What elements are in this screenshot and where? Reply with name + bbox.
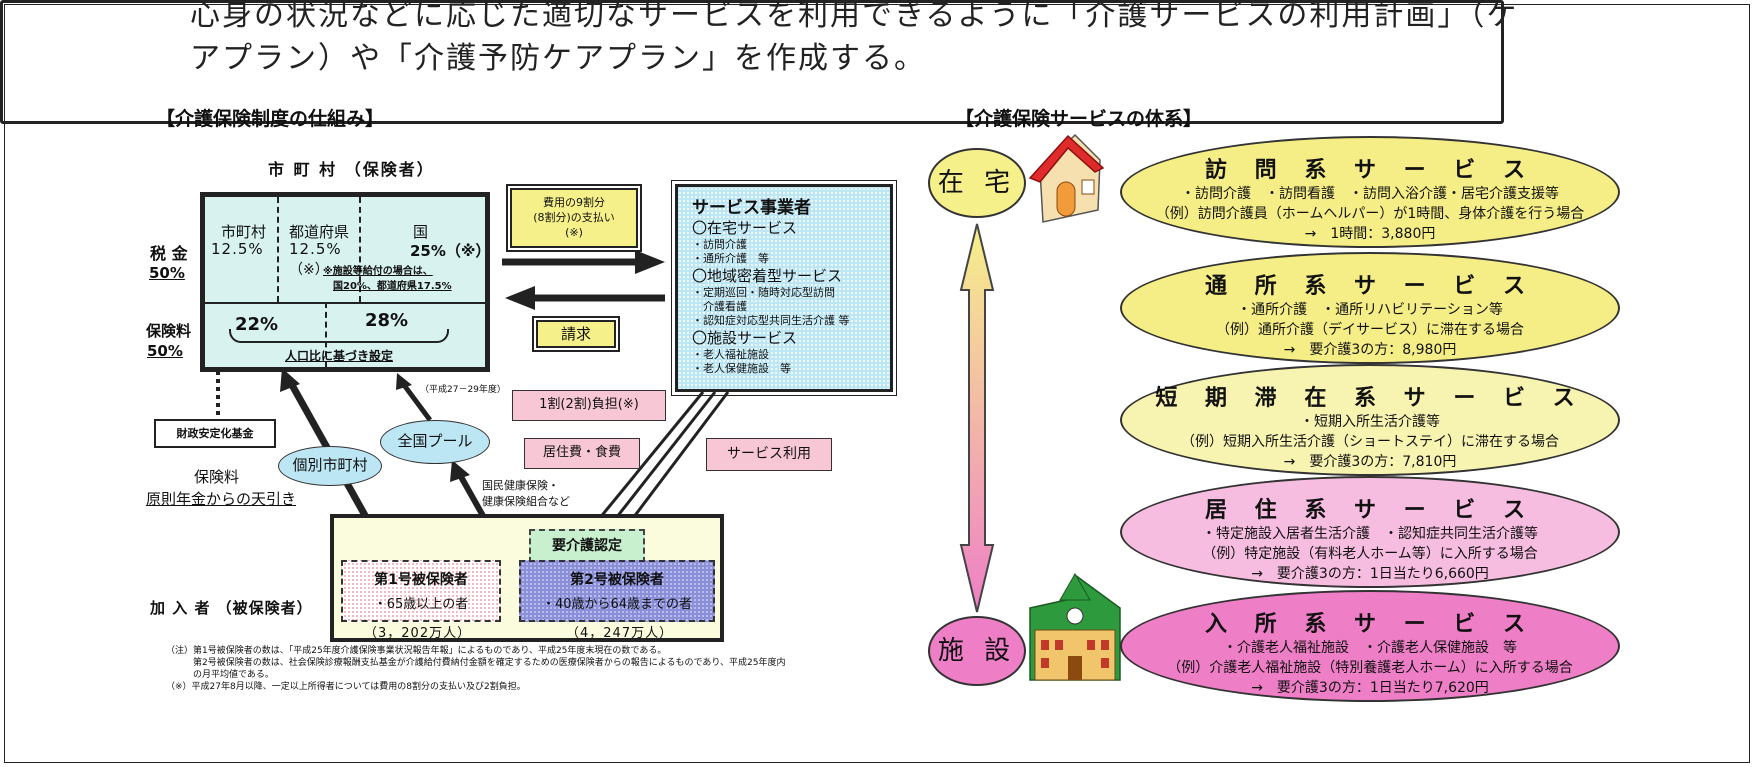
health-insurance-line-2: 健康保険組合など xyxy=(482,495,570,508)
service-title: 通 所 系 サ ー ビ ス xyxy=(1205,274,1535,299)
provider-line: 〇在宅サービス xyxy=(692,219,798,237)
service-line: → 要介護3の方：7,810円 xyxy=(1283,454,1457,470)
service-title: 短 期 滞 在 系 サ ー ビ ス xyxy=(1155,386,1585,411)
premium-pct: 50% xyxy=(147,342,183,360)
insurer-title: 市 町 村 （保険者） xyxy=(268,160,435,179)
room-board-box: 居住費・食費 xyxy=(524,438,640,469)
provider-title: サービス事業者 xyxy=(692,198,811,218)
members-box: 要介護認定 第1号被保険者 ・65歳以上の者 第2号被保険者 ・40歳から64歳… xyxy=(330,514,724,642)
service-ellipse: 訪 問 系 サ ー ビ ス・訪問介護 ・訪問看護 ・訪問入浴介護・居宅介護支援等… xyxy=(1120,136,1620,248)
service-line: → 要介護3の方：1日当たり6,660円 xyxy=(1251,566,1489,582)
intro-line-2: アプラン）や「介護予防ケアプラン」を作成する。 xyxy=(190,41,926,76)
second-insured-count: （4，247万人） xyxy=(566,626,674,641)
provider-line: 〇施設サービス xyxy=(692,329,798,347)
premium-pct-22: 22% xyxy=(235,314,279,335)
health-insurance-line-1: 国民健康保険・ xyxy=(482,479,559,492)
individual-municipal-ellipse: 個別市町村 xyxy=(278,446,382,486)
population-setting: 人口比に基づき設定 xyxy=(285,349,394,363)
provider-line: ・老人福祉施設 xyxy=(692,348,769,361)
prefecture-note: （※） xyxy=(289,262,329,278)
service-line: （例）介護老人福祉施設（特別養護老人ホーム）に入所する場合 xyxy=(1167,660,1573,676)
facility-label-ellipse: 施 設 xyxy=(928,616,1026,686)
payment-line-3: (※) xyxy=(565,226,583,239)
health-insurance-note: 国民健康保険・ 健康保険組合など xyxy=(482,478,570,510)
provider-service-list: 〇在宅サービス・訪問介護・通所介護 等〇地域密着型サービス・定期巡回・随時対応型… xyxy=(692,218,890,376)
footnote-2: 第2号被保険者の数は、社会保険診療報酬支払基金が介護給付費納付金額を確定するため… xyxy=(166,658,786,668)
municipal-share: 市町村 xyxy=(221,223,267,241)
footnote-4: （※）平成27年8月以降、一定以上所得者については費用の8割分の支払い及び2割負… xyxy=(166,682,526,692)
payment-box: 費用の9割分 (8割分)の支払い (※) xyxy=(506,184,642,252)
premium-text: 保険料 xyxy=(194,468,240,486)
first-insured-title: 第1号被保険者 xyxy=(374,572,468,588)
service-title: 居 住 系 サ ー ビ ス xyxy=(1205,498,1535,523)
stabilization-fund-box: 財政安定化基金 xyxy=(154,419,276,448)
service-line: → 1時間：3,880円 xyxy=(1304,226,1436,242)
service-line: ・介護老人福祉施設 ・介護老人保健施設 等 xyxy=(1223,640,1517,656)
pension-deduction: 原則年金からの天引き xyxy=(146,490,297,508)
home-label-ellipse: 在 宅 xyxy=(928,148,1026,218)
first-insured-desc: ・65歳以上の者 xyxy=(373,597,469,612)
service-ellipse: 入 所 系 サ ー ビ ス・介護老人福祉施設 ・介護老人保健施設 等 （例）介護老… xyxy=(1120,590,1620,702)
provider-line: ・老人保健施設 等 xyxy=(692,362,791,375)
first-insured-box: 第1号被保険者 ・65歳以上の者 xyxy=(341,560,501,622)
service-line: ・訪問介護 ・訪問看護 ・訪問入浴介護・居宅介護支援等 xyxy=(1181,186,1559,202)
right-heading: 【介護保険サービスの体系】 xyxy=(955,108,1203,130)
service-ellipse: 居 住 系 サ ー ビ ス・特定施設入居者生活介護 ・認知症共同生活介護等 （例）… xyxy=(1120,476,1620,588)
footnotes: （注）第1号被保険者の数は、「平成25年度介護保険事業状況報告年報」によるもので… xyxy=(166,645,856,693)
provider-box: サービス事業者 〇在宅サービス・訪問介護・通所介護 等〇地域密着型サービス・定期… xyxy=(671,180,897,396)
left-heading: 【介護保険制度の仕組み】 xyxy=(156,108,385,130)
footnote-1: （注）第1号被保険者の数は、「平成25年度介護保険事業状況報告年報」によるもので… xyxy=(166,646,667,656)
service-line: ・特定施設入居者生活介護 ・認知症共同生活介護等 xyxy=(1202,526,1538,542)
national-pool-ellipse: 全国プール xyxy=(380,420,490,464)
service-title: 訪 問 系 サ ー ビ ス xyxy=(1205,158,1535,183)
tax-pct: 50% xyxy=(149,264,185,282)
members-label: 加 入 者 （被保険者） xyxy=(150,599,313,617)
premium-label: 保険料 xyxy=(146,322,192,340)
provider-line: 介護看護 xyxy=(692,300,747,313)
municipal-share-pct: 12.5% xyxy=(211,240,264,258)
service-line: （例）特定施設（有料老人ホーム等）に入所する場合 xyxy=(1202,546,1538,562)
copay-box: 1割(2割)負担(※) xyxy=(512,390,666,421)
service-use-box: サービス利用 xyxy=(706,438,832,471)
tax-label: 税 金 xyxy=(150,244,188,263)
prefecture-share: 都道府県 xyxy=(289,223,350,241)
service-line: → 要介護3の方：8,980円 xyxy=(1283,342,1457,358)
intro-line-1: 心身の状況などに応じた適切なサービスを利用できるように「介護サービスの利用計画」… xyxy=(190,0,1519,33)
first-insured-count: （3，202万人） xyxy=(364,626,472,641)
second-insured-desc: ・40歳から64歳までの者 xyxy=(541,597,693,612)
prefecture-share-pct: 12.5% xyxy=(289,240,342,258)
service-line: （例）訪問介護員（ホームヘルパー）が1時間、身体介護を行う場合 xyxy=(1155,206,1585,222)
service-ellipse: 短 期 滞 在 系 サ ー ビ ス・短期入所生活介護等 （例）短期入所生活介護（シ… xyxy=(1120,364,1620,476)
payment-line-2: (8割分)の支払い xyxy=(533,211,615,224)
service-line: ・通所介護 ・通所リハビリテーション等 xyxy=(1237,302,1503,318)
provider-line: ・定期巡回・随時対応型訪問 xyxy=(692,286,835,299)
service-title: 入 所 系 サ ー ビ ス xyxy=(1205,612,1535,637)
period-note: （平成27－29年度） xyxy=(420,385,506,395)
service-line: （例）通所介護（デイサービス）に滞在する場合 xyxy=(1216,322,1524,338)
service-ellipse: 通 所 系 サ ー ビ ス・通所介護 ・通所リハビリテーション等 （例）通所介護（… xyxy=(1120,252,1620,364)
service-line: → 要介護3の方：1日当たり7,620円 xyxy=(1251,680,1489,696)
second-insured-title: 第2号被保険者 xyxy=(570,572,664,588)
national-share-pct: 25%（※） xyxy=(410,242,491,260)
payment-line-1: 費用の9割分 xyxy=(543,196,605,209)
provider-line: 〇地域密着型サービス xyxy=(692,267,843,285)
claim-box: 請求 xyxy=(532,316,620,352)
service-line: ・短期入所生活介護等 xyxy=(1300,414,1440,430)
provider-line: ・認知症対応型共同生活介護 等 xyxy=(692,314,850,327)
house-icon xyxy=(1028,133,1105,223)
national-share: 国 xyxy=(413,223,429,241)
footnote-3: の月平均値である。 xyxy=(166,670,274,680)
building-icon xyxy=(1029,572,1121,681)
insurer-box: 市町村 12.5% 都道府県 12.5% （※） 国 25%（※） ※施設等給付… xyxy=(200,192,491,372)
provider-line: ・通所介護 等 xyxy=(692,252,769,265)
provider-line: ・訪問介護 xyxy=(692,238,747,251)
premium-pct-28: 28% xyxy=(365,310,409,331)
facility-note-1: ※施設等給付の場合は、 xyxy=(323,266,433,277)
service-line: （例）短期入所生活介護（ショートステイ）に滞在する場合 xyxy=(1181,434,1559,450)
facility-note-2: 国20%、都道府県17.5% xyxy=(333,281,452,292)
second-insured-box: 第2号被保険者 ・40歳から64歳までの者 xyxy=(519,560,715,622)
